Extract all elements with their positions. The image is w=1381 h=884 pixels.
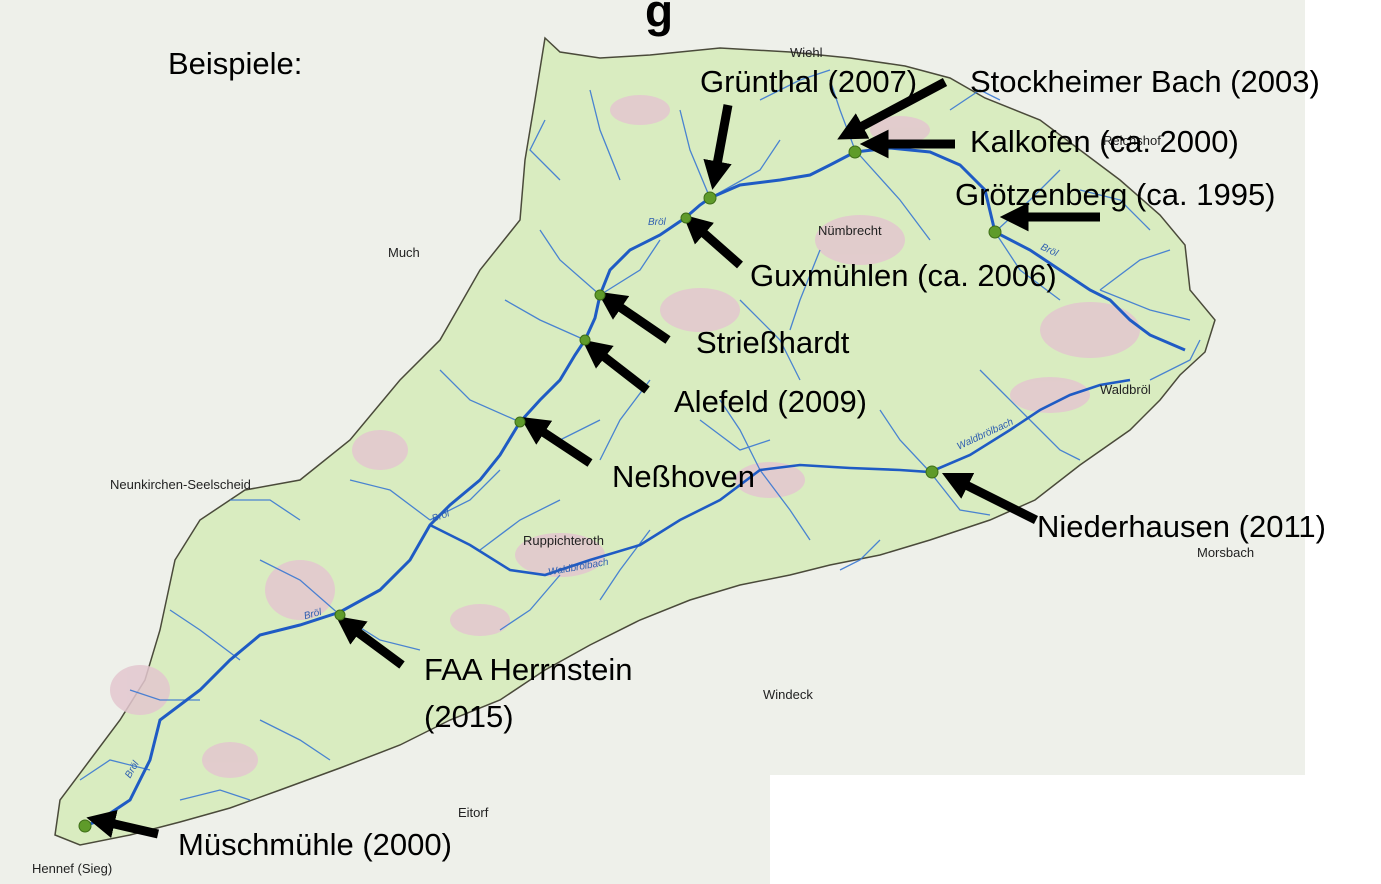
broel-river xyxy=(79,146,1186,830)
arrow-guxmuehlen xyxy=(682,214,743,269)
site-label-stockheimer: Stockheimer Bach (2003) xyxy=(970,64,1320,99)
site-label-faa-line2: (2015) xyxy=(424,699,514,734)
marker-faa xyxy=(334,609,346,621)
arrow-stockheimer xyxy=(837,78,948,140)
marker-alefeld xyxy=(579,334,591,346)
marker-nesshoven xyxy=(514,416,526,428)
site-label-striesshardt: Strießhardt xyxy=(696,325,850,360)
examples-label: Beispiele: xyxy=(168,46,303,81)
waldbroelbach-river xyxy=(429,378,1131,577)
town-windeck: Windeck xyxy=(763,687,813,702)
arrow-nesshoven xyxy=(520,416,593,467)
marker-gruenthal xyxy=(703,191,717,205)
arrow-faa xyxy=(335,616,405,669)
town-wiehl: Wiehl xyxy=(790,45,823,60)
marker-kalkofen xyxy=(848,145,862,159)
settlement-patches xyxy=(110,95,1140,778)
town-hennef: Hennef (Sieg) xyxy=(32,861,113,876)
slide-title-fragment: g xyxy=(645,0,674,37)
marker-guxmuehlen xyxy=(680,212,692,224)
site-label-kalkofen: Kalkofen (ca. 2000) xyxy=(970,124,1239,159)
arrow-striesshardt xyxy=(597,291,671,344)
marker-mueschmuehle xyxy=(78,819,92,833)
town-reichshof: Reichshof xyxy=(1103,133,1161,148)
town-much: Much xyxy=(388,245,420,260)
town-nuembrecht: Nümbrecht xyxy=(818,223,882,238)
site-markers xyxy=(78,145,1002,833)
town-ruppichteroth: Ruppichteroth xyxy=(523,533,604,548)
arrow-niederhausen xyxy=(941,472,1039,525)
marker-niederhausen xyxy=(925,465,939,479)
site-label-groetzenberg: Grötzenberg (ca. 1995) xyxy=(955,177,1276,212)
tributary-network xyxy=(79,69,1201,801)
site-label-alefeld: Alefeld (2009) xyxy=(674,384,868,419)
arrow-gruenthal xyxy=(703,104,733,190)
marker-striesshardt xyxy=(594,289,606,301)
site-label-niederhausen: Niederhausen (2011) xyxy=(1037,509,1326,544)
town-waldbroel: Waldbröl xyxy=(1100,382,1151,397)
site-arrows xyxy=(86,78,1100,839)
arrow-mueschmuehle xyxy=(86,809,160,839)
river-label-broel-1: Bröl xyxy=(648,217,666,228)
site-label-faa-line1: FAA Herrnstein xyxy=(424,652,633,687)
site-label-gruenthal: Grünthal (2007) xyxy=(700,64,918,99)
site-label-nesshoven: Neßhoven xyxy=(612,459,756,494)
site-label-mueschmuehle: Müschmühle (2000) xyxy=(178,827,452,862)
town-morsbach: Morsbach xyxy=(1197,545,1255,560)
town-neunkirchen: Neunkirchen-Seelscheid xyxy=(110,477,251,492)
town-eitorf: Eitorf xyxy=(458,805,489,820)
marker-groetzenberg xyxy=(988,225,1002,239)
site-label-guxmuehlen: Guxmühlen (ca. 2006) xyxy=(750,258,1057,293)
arrow-alefeld xyxy=(582,339,650,394)
